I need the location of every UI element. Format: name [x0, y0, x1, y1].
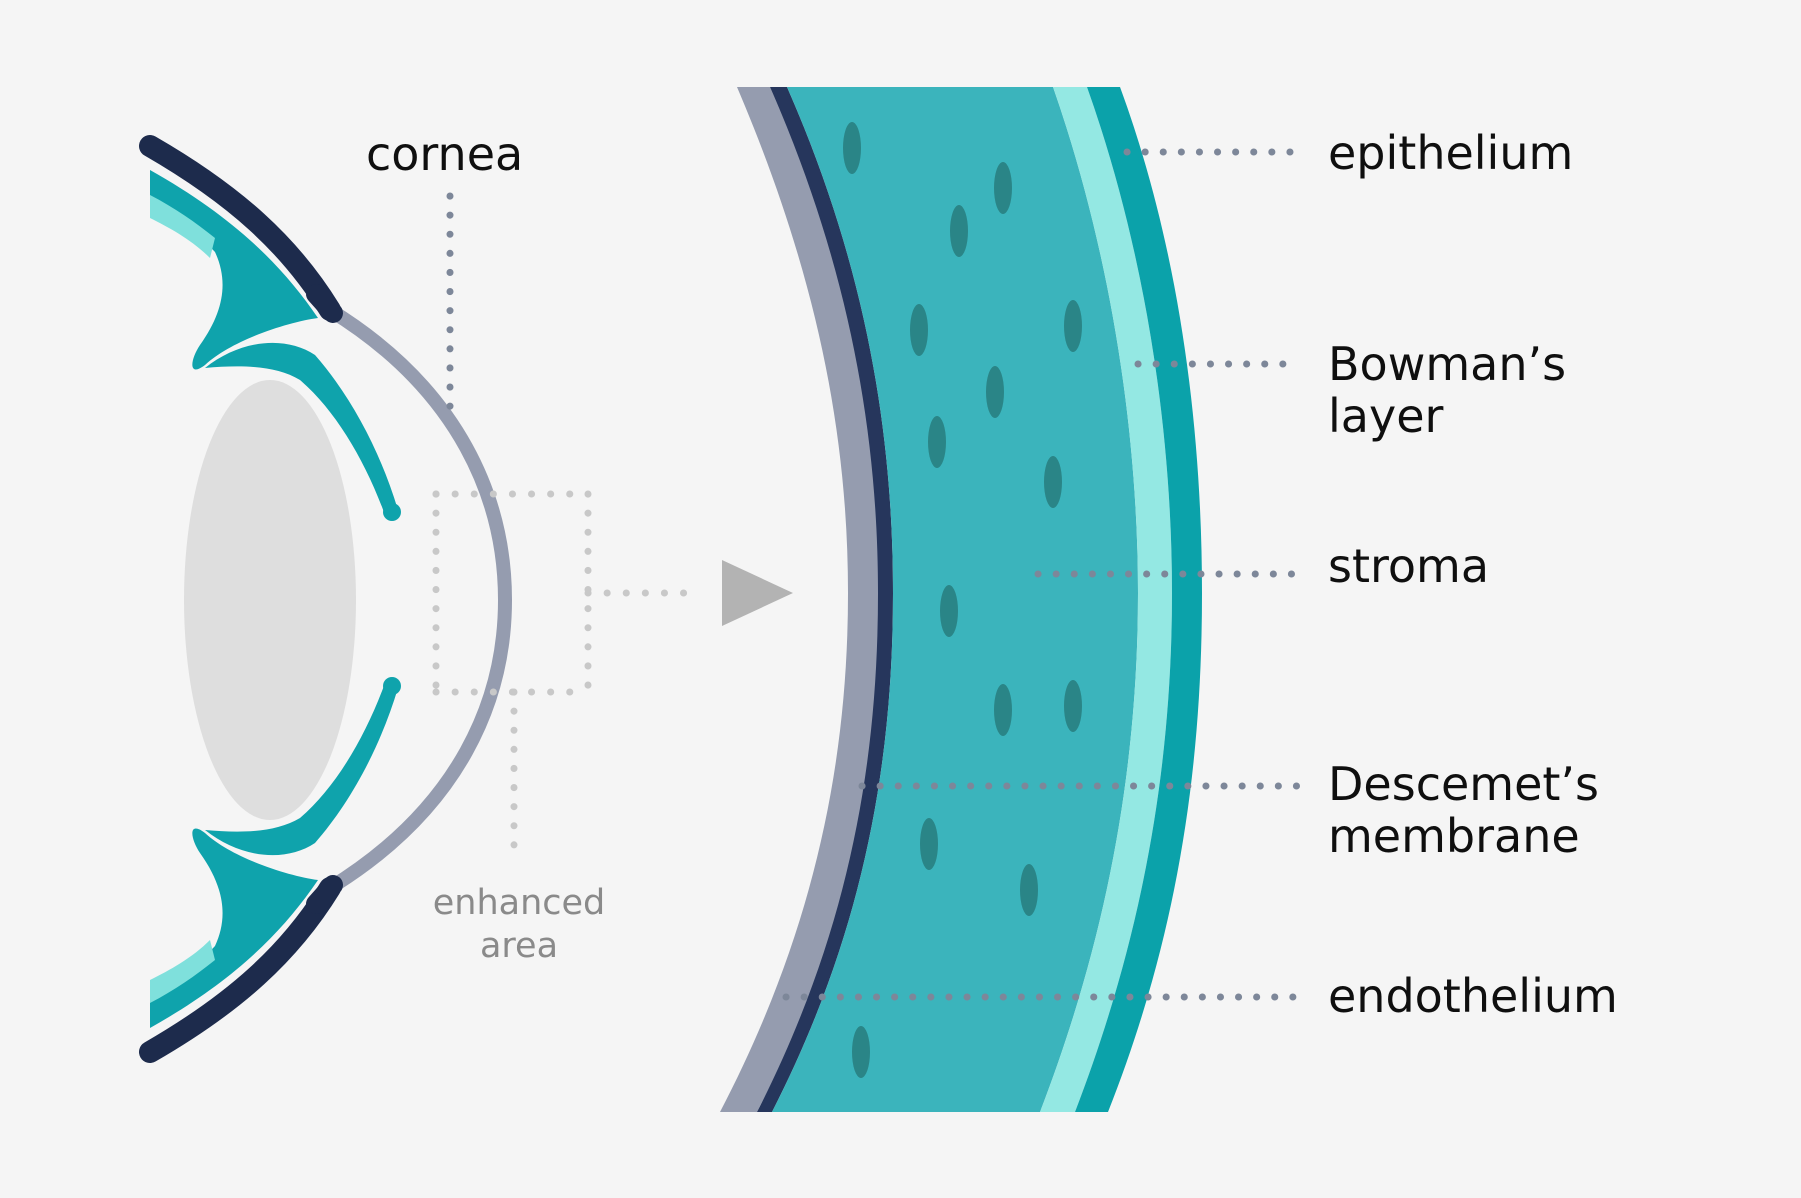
iris-upper — [205, 342, 398, 515]
enhanced-area-label: enhanced area — [409, 882, 629, 968]
sclera-lower — [150, 828, 318, 1028]
enhanced-area-box — [432, 490, 694, 849]
sclera-inner-lower — [150, 940, 215, 1003]
descemets-membrane-label-line2: membrane — [1328, 809, 1580, 863]
descemets-membrane-label: Descemet’s membrane — [1328, 758, 1599, 862]
iris-upper-tip — [383, 503, 401, 521]
enhanced-area-label-line1: enhanced — [432, 883, 606, 923]
descemets-membrane-label-line1: Descemet’s — [1328, 757, 1600, 811]
descemets-membrane-layer — [757, 87, 893, 1112]
lens — [184, 380, 356, 820]
endothelium-layer — [720, 87, 890, 1112]
bowmans-layer-label-line1: Bowman’s — [1328, 337, 1567, 391]
endothelium-label: endothelium — [1328, 969, 1618, 1023]
bowmans-layer-label: Bowman’s layer — [1328, 338, 1566, 442]
stroma-label: stroma — [1328, 539, 1490, 593]
enhanced-area-label-line2: area — [479, 926, 559, 966]
sclera-inner-upper — [150, 195, 215, 258]
epithelium-layer — [1075, 87, 1202, 1112]
cornea-label: cornea — [366, 127, 524, 181]
enhance-arrow — [722, 560, 793, 626]
bowmans-layer — [1040, 87, 1172, 1112]
limbus-lower — [306, 875, 343, 914]
sclera-upper — [150, 170, 318, 370]
magnified-cornea — [720, 87, 1202, 1112]
bowmans-layer-label-line2: layer — [1328, 389, 1444, 443]
stroma-cells — [843, 122, 1082, 1078]
limbus-upper — [306, 284, 343, 323]
epithelium-label: epithelium — [1328, 126, 1574, 180]
layer-leader-lines — [782, 148, 1302, 1001]
cornea-arc — [326, 304, 513, 894]
iris-lower-tip — [383, 677, 401, 695]
eye-cross-section — [139, 135, 513, 1063]
iris-lower — [205, 683, 398, 856]
